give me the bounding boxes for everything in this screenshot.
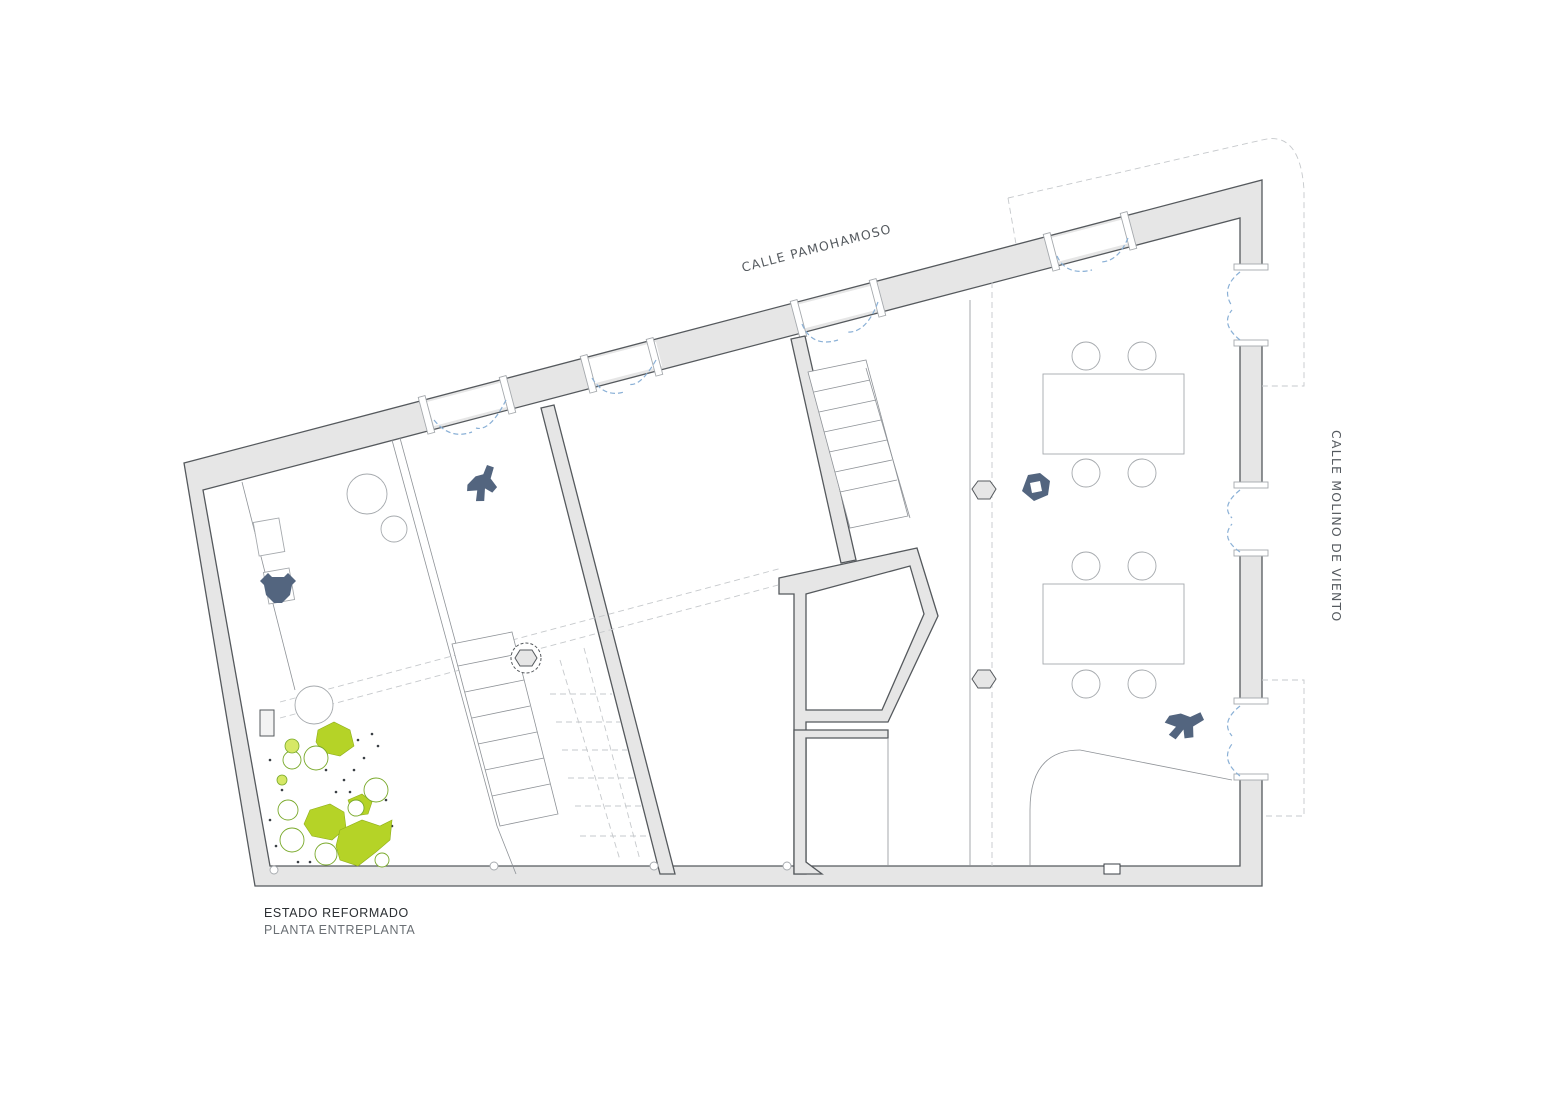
- gravel-dots: [268, 732, 394, 864]
- furniture-left-room: [252, 473, 408, 737]
- exterior-walls: [183, 179, 1263, 887]
- columns: [510, 480, 997, 689]
- exterior-dashed-outline: [1007, 138, 1305, 817]
- overhead-dashed-lines: [279, 282, 993, 866]
- thin-lines: [241, 300, 1233, 875]
- person-figures: [260, 465, 1205, 740]
- planting-area: [268, 721, 394, 868]
- street-label-east: CALLE MOLINO DE VIENTO: [1329, 430, 1344, 622]
- street-openings: [417, 211, 1138, 435]
- stair-right: [807, 359, 911, 529]
- caption-title: ESTADO REFORMADO: [264, 906, 409, 920]
- wall-dots: [269, 861, 792, 875]
- leafy-plants: [276, 738, 390, 868]
- stair-left: [451, 631, 559, 827]
- street-label-north: CALLE PAMOHAMOSO: [740, 221, 893, 275]
- east-openings: [1226, 263, 1269, 781]
- caption-subtitle: PLANTA ENTREPLANTA: [264, 923, 416, 937]
- interior-walls: [540, 335, 939, 875]
- furniture-right-room: [1042, 341, 1185, 875]
